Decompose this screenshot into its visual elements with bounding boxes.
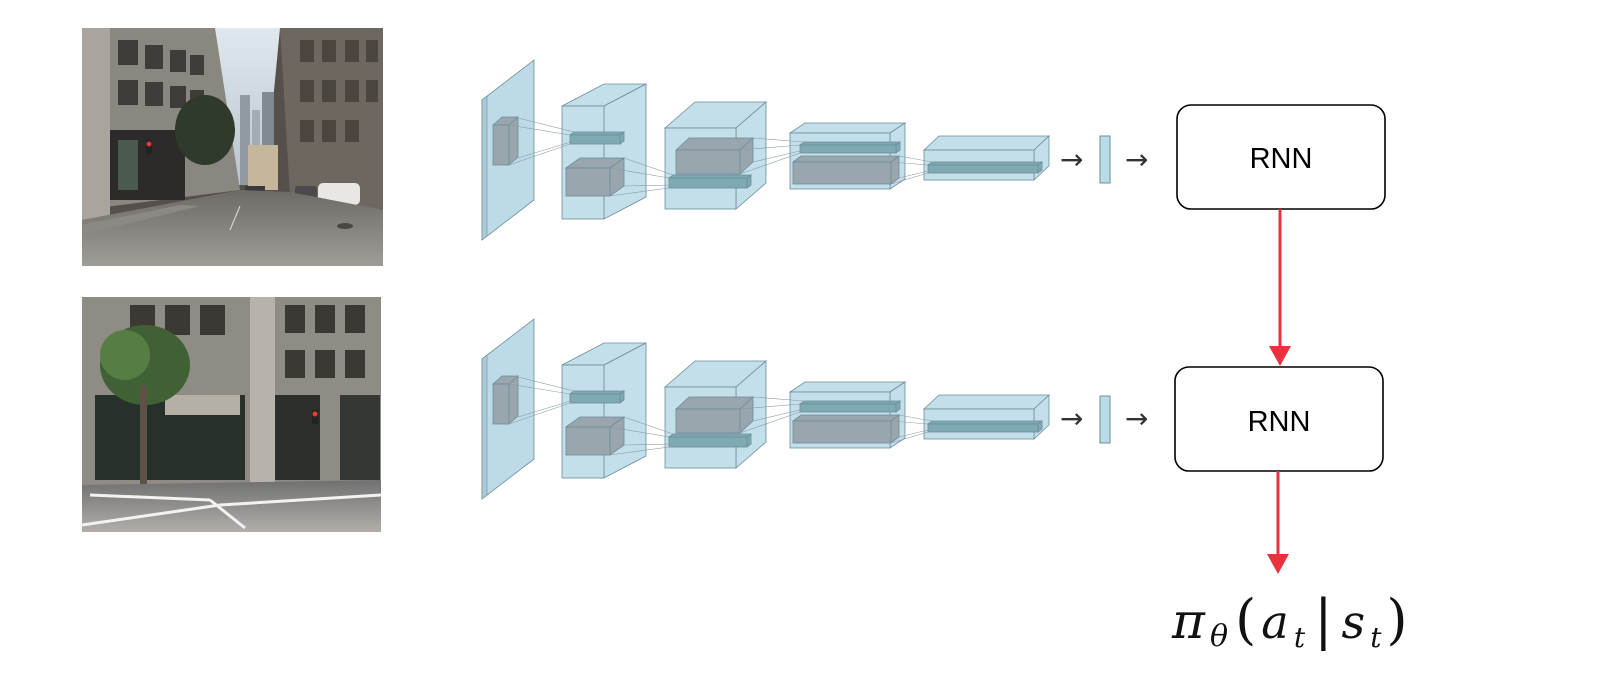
- connection-line: [890, 172, 929, 185]
- connection-line: [508, 383, 571, 395]
- connection-line: [517, 140, 575, 159]
- connection-line: [898, 155, 933, 163]
- kernel-box: [791, 414, 901, 444]
- connection-line: [609, 426, 670, 438]
- policy-state: s: [1341, 595, 1365, 649]
- arrow-to-feature-vector-1: →: [1060, 143, 1083, 176]
- policy-output: π θ ( a t | s t ): [1171, 588, 1408, 654]
- rnn-label-2: RNN: [1248, 406, 1311, 438]
- policy-close-paren: ): [1387, 588, 1408, 651]
- kernel-box: [564, 157, 626, 197]
- connection-line: [623, 157, 674, 176]
- rnn-label-1: RNN: [1250, 143, 1313, 175]
- connection-line: [623, 443, 674, 446]
- policy-state-subscript: t: [1370, 621, 1382, 654]
- kernel-box: [564, 416, 626, 456]
- input-photo-1: [82, 28, 383, 266]
- connection-line: [752, 149, 805, 163]
- feature-slice: [667, 174, 753, 189]
- feature-slice: [568, 390, 626, 404]
- kernel-patch: [491, 375, 520, 425]
- svg-text:π θ ( a: π θ ( a t | s t ): [1171, 588, 1408, 654]
- connection-line: [623, 416, 674, 435]
- feature-slice: [667, 433, 753, 448]
- connection-line: [508, 124, 571, 136]
- connection-line: [609, 446, 670, 456]
- arrow-to-rnn-2: →: [1125, 402, 1148, 435]
- rnn-box-2: RNN: [1174, 366, 1384, 472]
- policy-pi: π: [1171, 592, 1206, 650]
- connection-line: [739, 403, 801, 410]
- policy-action-subscript: t: [1294, 621, 1306, 654]
- connection-line: [890, 431, 929, 444]
- cnn-encoder-row-2: [481, 318, 1051, 500]
- connection-line: [517, 117, 575, 133]
- connection-line: [890, 161, 929, 166]
- connection-line: [752, 408, 805, 422]
- kernel-box: [791, 155, 901, 185]
- recurrent-arrow: [1269, 209, 1291, 366]
- arrow-to-feature-vector-2: →: [1060, 402, 1083, 435]
- connection-line: [890, 420, 929, 425]
- connection-line: [508, 143, 571, 166]
- policy-action: a: [1261, 595, 1288, 649]
- conv-layer-1: [561, 83, 647, 220]
- connection-line: [623, 184, 674, 187]
- connection-line: [752, 137, 805, 143]
- cnn-encoder-row-1: [481, 59, 1051, 241]
- rnn-box-1: RNN: [1176, 104, 1386, 210]
- connection-line: [508, 402, 571, 425]
- feature-vector-2: [1099, 395, 1111, 444]
- kernel-box: [674, 396, 755, 434]
- policy-open-paren: (: [1235, 588, 1256, 651]
- feature-vector-1: [1099, 135, 1111, 184]
- kernel-patch: [491, 116, 520, 166]
- connection-line: [898, 169, 933, 179]
- kernel-box: [674, 137, 755, 175]
- connection-line: [898, 414, 933, 422]
- feature-slice: [568, 131, 626, 145]
- connection-line: [898, 428, 933, 438]
- connection-line: [609, 187, 670, 197]
- conv-layer-1: [561, 342, 647, 479]
- connection-line: [739, 411, 801, 434]
- output-arrow: [1267, 471, 1289, 574]
- policy-theta: θ: [1210, 619, 1228, 654]
- connection-line: [739, 152, 801, 175]
- feature-slice: [798, 141, 902, 154]
- arrow-to-rnn-1: →: [1125, 143, 1148, 176]
- feature-slice: [926, 161, 1044, 174]
- connection-line: [752, 396, 805, 402]
- feature-slice: [926, 420, 1044, 433]
- policy-given-bar: |: [1314, 588, 1332, 651]
- connection-line: [609, 167, 670, 179]
- connection-line: [517, 399, 575, 418]
- input-photo-2: [81, 297, 382, 532]
- feature-slice: [798, 400, 902, 413]
- connection-line: [739, 144, 801, 151]
- connection-line: [517, 376, 575, 392]
